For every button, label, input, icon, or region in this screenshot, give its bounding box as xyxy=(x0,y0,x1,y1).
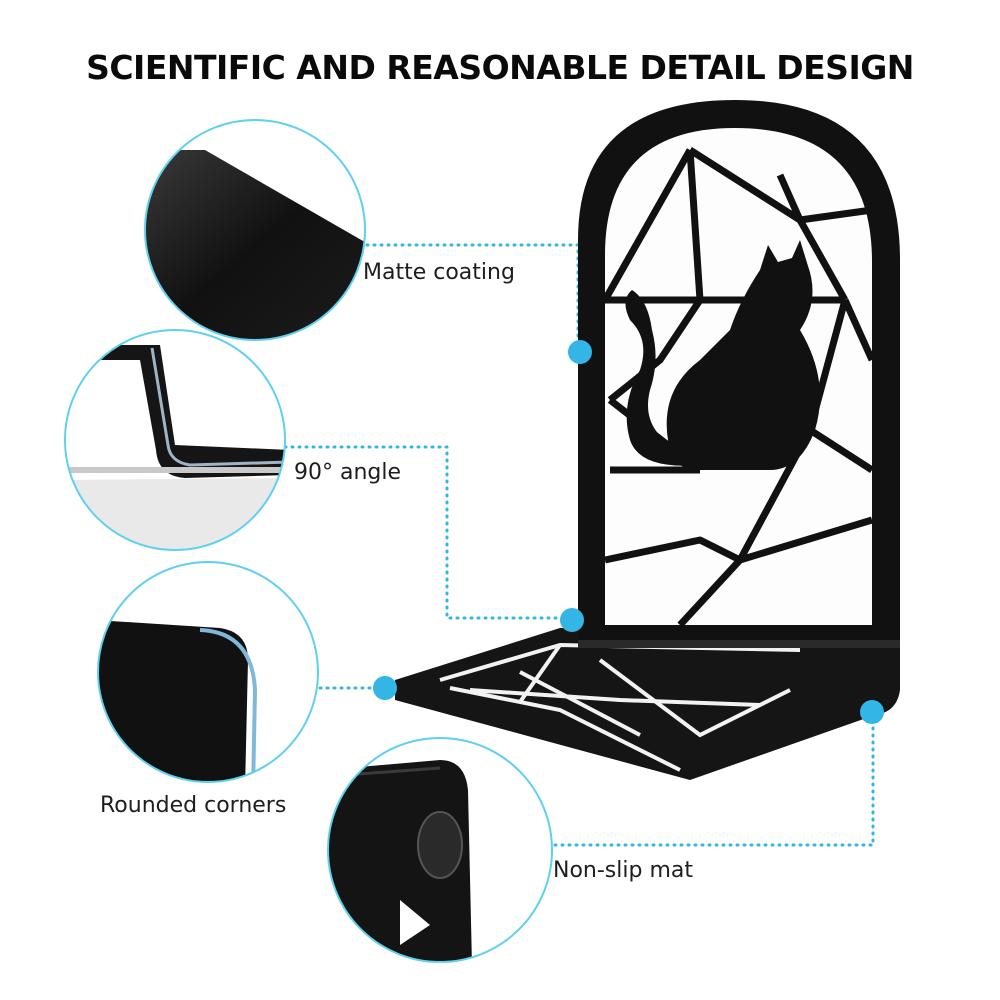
page-title: SCIENTIFIC AND REASONABLE DETAIL DESIGN xyxy=(86,48,914,87)
non-slip-mat-closeup-icon xyxy=(327,737,553,963)
connector-dots xyxy=(373,340,884,724)
bookend-upright xyxy=(578,100,900,648)
rounded-corner-closeup-icon xyxy=(97,561,319,783)
label-90-angle: 90° angle xyxy=(294,460,402,485)
bookend-base xyxy=(395,628,900,780)
cat-silhouette xyxy=(625,240,820,470)
matte-coating-closeup-icon xyxy=(144,119,366,341)
label-non-slip-mat: Non-slip mat xyxy=(553,858,693,883)
right-angle-closeup-icon xyxy=(64,329,286,551)
label-rounded-corners: Rounded corners xyxy=(100,793,287,818)
label-matte-coating: Matte coating xyxy=(363,260,515,285)
